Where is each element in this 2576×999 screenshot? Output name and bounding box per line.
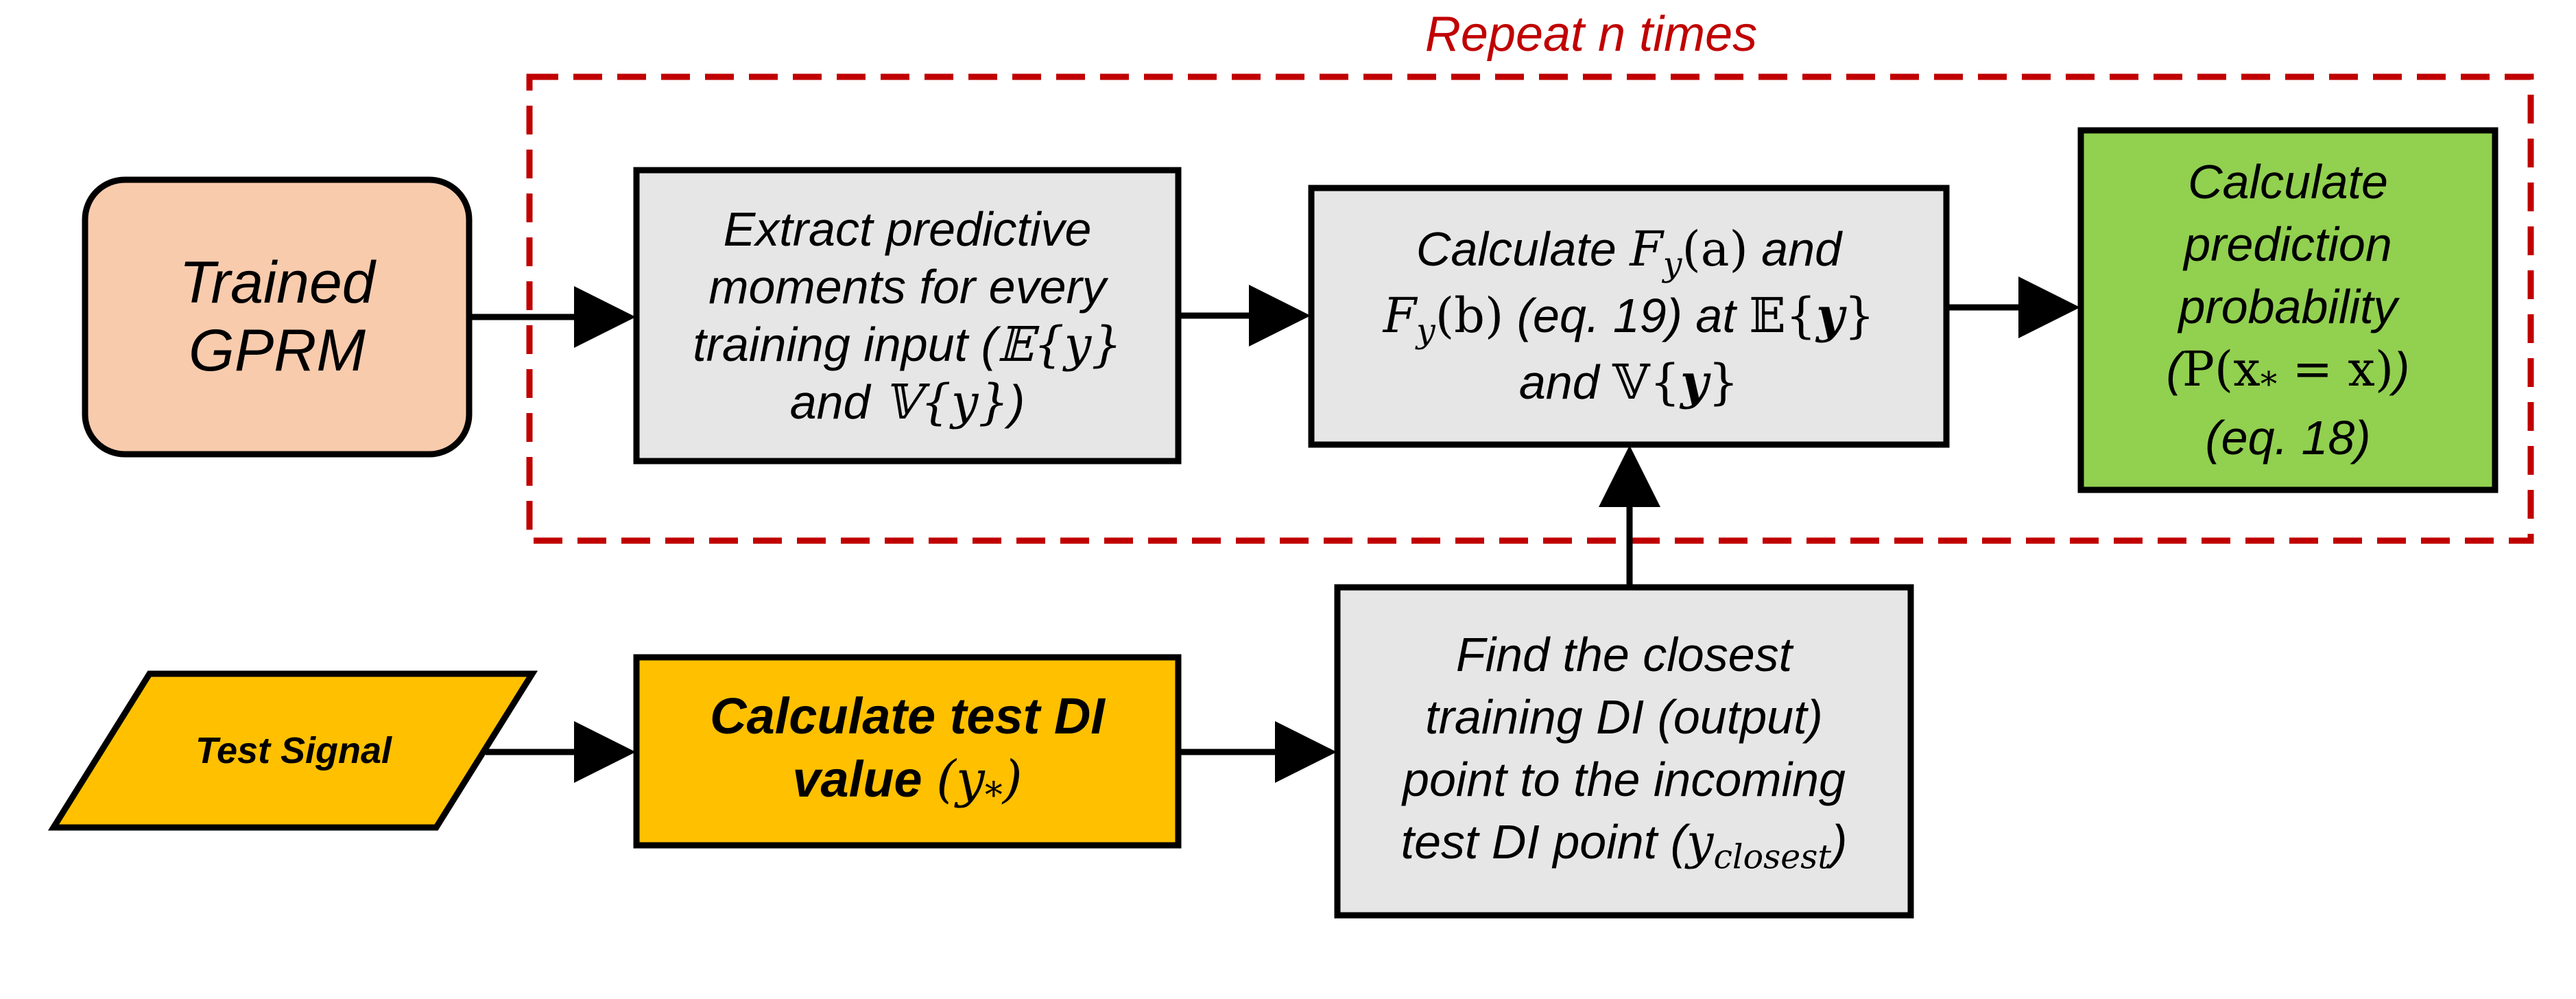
f-b-argument: (b) — [1435, 287, 1504, 344]
probability-math-rest: = x) — [2277, 341, 2394, 398]
calc-test-di-label: Calculate test DI value (y*) — [636, 657, 1178, 845]
f-a-subscript: y — [1662, 245, 1682, 284]
extract-line-4: and 𝕍{y}) — [790, 373, 1025, 431]
calculate-line-1-text: Calculate — [1416, 222, 1630, 277]
test-signal-node — [47, 670, 538, 831]
calculate-line-2: Fy(b) (eq. 19) at 𝔼{y} — [1383, 285, 1875, 352]
test-signal-text: Test Signal — [195, 729, 392, 771]
calculate-line-3: and 𝕍{y} — [1519, 352, 1739, 413]
repeat-loop-boundary — [526, 73, 2534, 544]
y-closest-math: y — [1686, 813, 1714, 870]
extract-line-3-text: training input ( — [693, 318, 997, 371]
find-closest-line-2: training DI (output) — [1425, 690, 1823, 744]
find-closest-line-3: point to the incoming — [1403, 752, 1846, 806]
extract-moments-node — [633, 167, 1182, 465]
extract-line-1: Extract predictive — [723, 202, 1092, 256]
expectation-bold-y: y — [1816, 287, 1844, 344]
variance-bold-y: y — [1680, 353, 1708, 411]
test-signal-label: Test Signal — [103, 674, 484, 827]
calc-test-di-node — [633, 654, 1182, 849]
find-closest-line-4: test DI point (yclosest) — [1401, 811, 1848, 879]
extract-line-4-close: ) — [1008, 375, 1025, 429]
extract-moments-label: Extract predictive moments for every tra… — [636, 170, 1178, 461]
extract-line-3: training input (𝔼{y} — [693, 316, 1122, 373]
calculate-f-label: Calculate Fy(a) and Fy(b) (eq. 19) at 𝔼{… — [1311, 188, 1946, 445]
variance-open: 𝕍{ — [1612, 354, 1680, 411]
expectation-close: } — [1844, 287, 1875, 344]
prediction-probability-label: Calculate prediction probability (P(x* =… — [2081, 130, 2495, 490]
expectation-open: 𝔼{ — [1749, 287, 1817, 344]
repeat-loop-label-text: Repeat n times — [1424, 6, 1758, 62]
probability-line-3: probability — [2178, 280, 2398, 334]
find-closest-line-1: Find the closest — [1455, 627, 1793, 681]
variance-close: } — [1708, 354, 1739, 411]
probability-line-1: Calculate — [2188, 155, 2388, 209]
repeat-loop-label: Repeat n times — [1303, 0, 1879, 69]
f-a-symbol: F — [1630, 221, 1663, 278]
f-a-argument: (a) — [1682, 221, 1748, 278]
y-star-close: ) — [1002, 750, 1023, 810]
expectation-y-math: 𝔼{y} — [997, 316, 1122, 373]
calc-test-di-line-2: value (y*) — [792, 748, 1022, 818]
probability-math: P(x — [2182, 341, 2261, 398]
y-closest-subscript: closest — [1713, 837, 1832, 877]
f-b-subscript: y — [1416, 311, 1435, 351]
f-b-symbol: F — [1383, 287, 1417, 344]
calculate-line-1-end: and — [1748, 222, 1842, 277]
probability-open-paren: ( — [2166, 342, 2182, 397]
variance-y-math: 𝕍{y} — [883, 374, 1009, 430]
find-closest-label: Find the closest training DI (output) po… — [1337, 587, 1911, 915]
find-closest-line-4-close: ) — [1831, 814, 1848, 869]
trained-gprm-line-2: GPRM — [189, 318, 366, 384]
y-star-math: (y — [936, 750, 985, 810]
calculate-line-3-text: and — [1518, 355, 1613, 410]
probability-close-paren: ) — [2394, 342, 2410, 397]
find-closest-node — [1334, 584, 1914, 919]
extract-line-2: moments for every — [708, 260, 1106, 314]
trained-gprm-line-1: Trained — [179, 250, 375, 316]
probability-line-2: prediction — [2184, 218, 2392, 272]
extract-line-4-and: and — [789, 375, 883, 429]
trained-gprm-label: Trained GPRM — [85, 180, 469, 454]
probability-subscript: * — [2260, 365, 2278, 404]
calc-test-di-line-2-text: value — [792, 751, 937, 808]
calculate-line-1: Calculate Fy(a) and — [1416, 220, 1841, 285]
prediction-probability-node — [2077, 127, 2499, 493]
probability-line-5: (eq. 18) — [2205, 410, 2371, 465]
calculate-line-2-text: (eq. 19) at — [1503, 289, 1750, 343]
find-closest-line-4-text: test DI point ( — [1400, 814, 1686, 869]
y-star-subscript: * — [984, 775, 1003, 816]
calc-test-di-line-1: Calculate test DI — [710, 687, 1105, 744]
calculate-f-node — [1308, 185, 1950, 448]
probability-line-4: (P(x* = x)) — [2167, 338, 2410, 406]
